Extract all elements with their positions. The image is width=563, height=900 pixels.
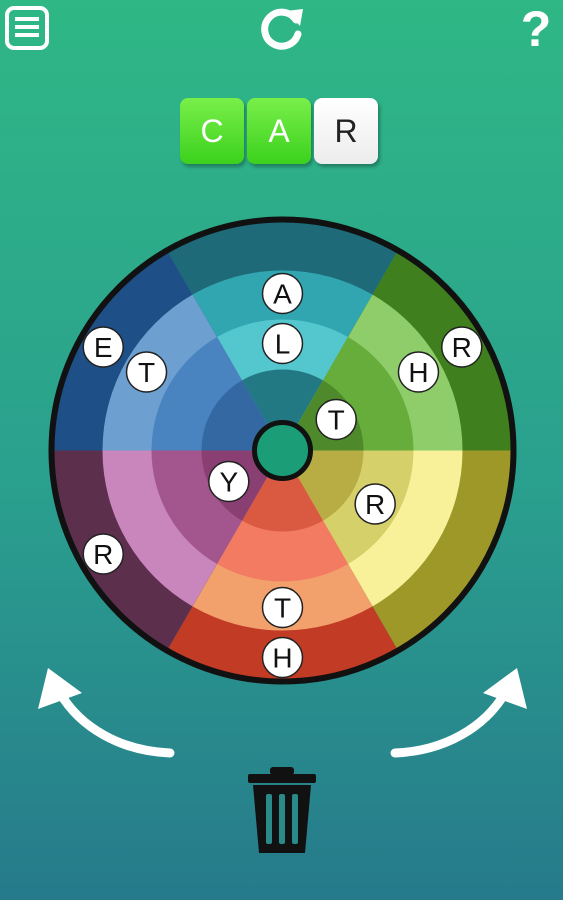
letter-tile[interactable]: R <box>354 483 396 525</box>
letter-tile-label: T <box>274 593 291 624</box>
letter-tile-circle[interactable] <box>208 460 250 503</box>
letter-tile-label: T <box>138 357 155 388</box>
wheel-sector-bottom[interactable] <box>242 450 323 532</box>
letter-tile-circle[interactable] <box>82 326 124 368</box>
wheel-sectors <box>51 219 514 682</box>
letter-tile[interactable]: L <box>261 322 304 365</box>
refresh-icon[interactable] <box>257 5 307 51</box>
letter-tile-circle[interactable] <box>261 272 304 315</box>
top-toolbar: ? <box>0 0 563 60</box>
letter-tile[interactable]: R <box>82 533 124 575</box>
letter-tile-circle[interactable] <box>261 586 304 629</box>
tile-letter: C <box>200 112 224 149</box>
letter-tile[interactable]: T <box>125 351 168 393</box>
rotate-left-arrow-icon[interactable] <box>30 665 175 760</box>
letter-tile-circle[interactable] <box>125 351 168 393</box>
tile-letter: A <box>268 112 290 149</box>
letter-tile[interactable]: Y <box>208 460 250 503</box>
letter-tile-label: H <box>408 357 428 388</box>
letter-tile-circle[interactable] <box>397 351 440 393</box>
letter-tile-label: A <box>273 279 292 310</box>
letter-tile-label: R <box>93 539 113 570</box>
letter-tile-label: R <box>452 332 472 363</box>
menu-icon[interactable] <box>5 6 49 50</box>
wheel-hub[interactable] <box>252 420 313 481</box>
letter-tile[interactable]: T <box>315 398 357 441</box>
letter-tile-circle[interactable] <box>315 398 357 441</box>
letter-tile-label: T <box>328 405 345 436</box>
wheel-rim <box>48 216 517 685</box>
letter-tile-label: R <box>365 489 385 520</box>
letter-tile-label: H <box>272 643 292 674</box>
help-label: ? <box>521 4 552 54</box>
tile-letter: R <box>334 112 358 149</box>
letter-tile[interactable]: E <box>82 326 124 368</box>
letter-tile-circle[interactable] <box>82 533 124 575</box>
letter-tile[interactable]: R <box>441 326 483 368</box>
letter-tile-label: Y <box>219 467 238 498</box>
letter-tile-circle[interactable] <box>354 483 396 525</box>
word-tiles: C A R <box>180 98 378 164</box>
letter-tile[interactable]: H <box>397 351 440 393</box>
wheel-sector-top[interactable] <box>242 369 323 451</box>
letter-tile[interactable]: A <box>261 272 304 315</box>
trash-icon[interactable] <box>246 765 318 857</box>
word-tile: R <box>314 98 378 164</box>
help-icon[interactable]: ? <box>516 4 556 54</box>
letter-tile-circle[interactable] <box>261 322 304 365</box>
rotate-right-arrow-icon[interactable] <box>390 665 535 760</box>
letter-tile-label: L <box>275 329 291 360</box>
word-tile: C <box>180 98 244 164</box>
letter-tile[interactable]: T <box>261 586 304 629</box>
letter-tile[interactable]: H <box>261 636 304 679</box>
letter-tile-circle[interactable] <box>261 636 304 679</box>
letter-tile-label: E <box>94 332 113 363</box>
letter-tile-circle[interactable] <box>441 326 483 368</box>
word-tile: A <box>247 98 311 164</box>
